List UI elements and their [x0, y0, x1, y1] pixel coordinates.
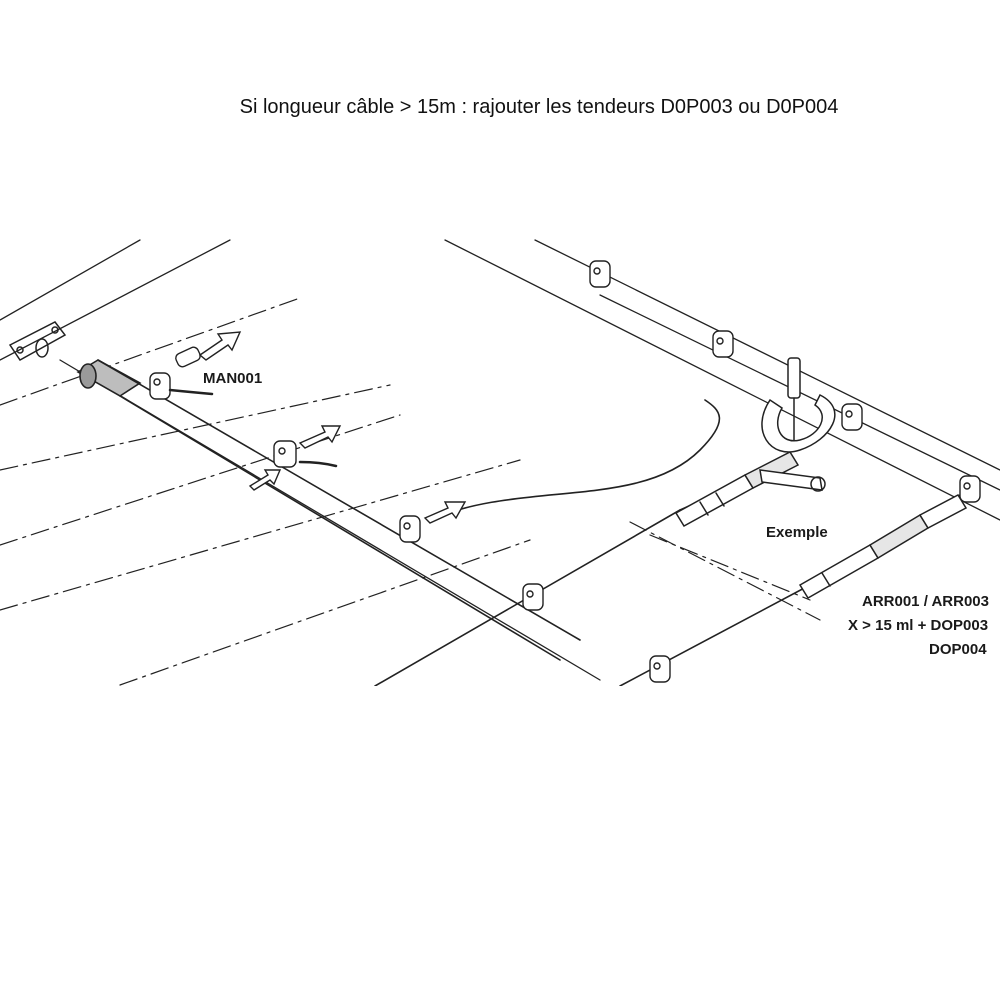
label-man001: MAN001 — [203, 370, 262, 387]
label-arr-line3: DOP004 — [929, 641, 987, 658]
clamp-4 — [522, 583, 544, 611]
clamp-5 — [649, 655, 671, 683]
pointer-arrows — [198, 331, 467, 524]
turnbuckle-lower — [798, 494, 968, 600]
clamp-9 — [959, 475, 981, 503]
axis-lines — [0, 297, 821, 686]
man001-part — [168, 346, 338, 468]
clamp-6 — [589, 260, 611, 288]
clamp-7 — [712, 330, 734, 358]
clamp-3 — [399, 515, 421, 543]
label-arr-line1: ARR001 / ARR003 — [862, 593, 989, 610]
turnbuckle-upper — [674, 451, 800, 528]
diagram-title: Si longueur câble > 15m : rajouter les t… — [239, 96, 839, 118]
clamp-8 — [841, 403, 863, 431]
cable-clamps — [149, 260, 981, 683]
label-exemple: Exemple — [766, 524, 828, 541]
tool-illustration — [759, 357, 836, 492]
motor-tube — [76, 359, 581, 661]
clamp-2 — [273, 440, 297, 468]
clamp-1 — [149, 372, 171, 400]
wall-bracket — [8, 321, 67, 361]
label-arr-line2: X > 15 ml + DOP003 — [848, 617, 988, 634]
